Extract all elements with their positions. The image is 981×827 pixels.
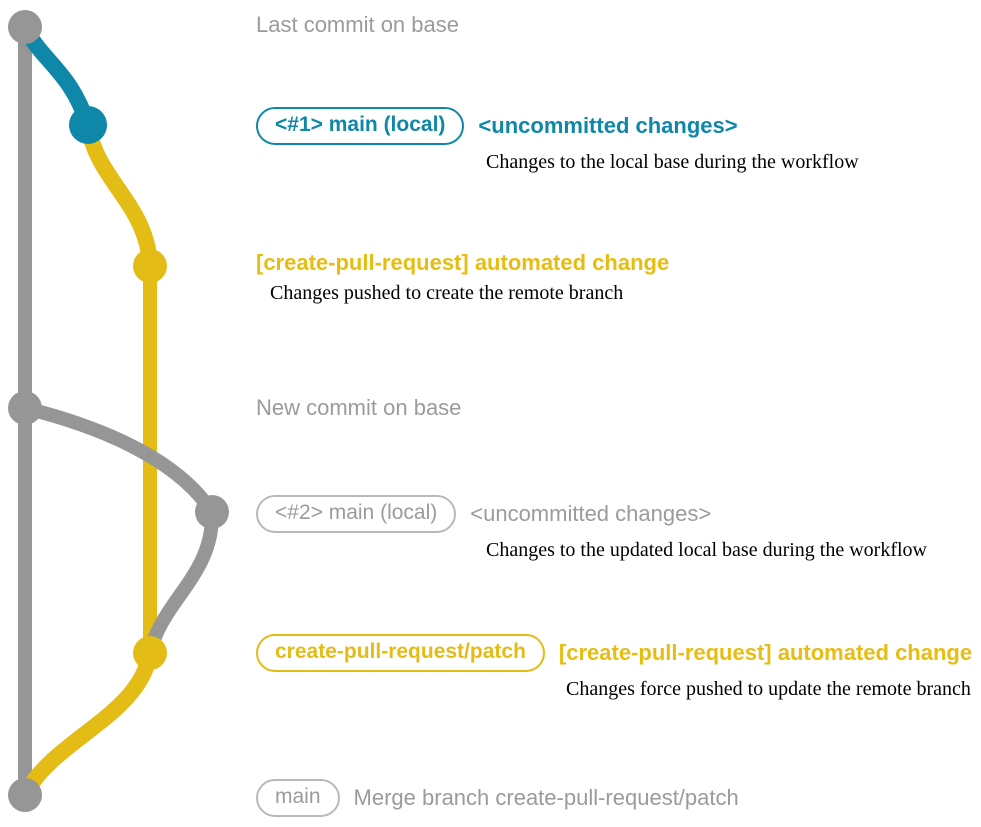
merge-commit-node[interactable] (8, 778, 42, 812)
commit-note-patch-2: Changes force pushed to update the remot… (566, 678, 971, 701)
commit-note-local-1: Changes to the local base during the wor… (486, 151, 859, 174)
last-commit-on-base-node[interactable] (8, 10, 42, 44)
edge-patch2-to-merge (17, 645, 158, 803)
commit-note-patch-1: Changes pushed to create the remote bran… (270, 282, 624, 304)
branch-pill-main-local-2[interactable]: <#2> main (local) (256, 495, 457, 534)
local-commit-2-node[interactable] (195, 495, 229, 529)
branch-pill-main[interactable]: main (256, 779, 340, 818)
commit-subject-merge: Merge branch create-pull-request/patch (353, 785, 739, 811)
row-local-commit-1: <#1> main (local) <uncommitted changes> … (256, 107, 859, 174)
row-local-commit-2: <#2> main (local) <uncommitted changes> … (256, 495, 927, 562)
commit-subject-new-commit-on-base: New commit on base (256, 395, 462, 420)
patch-commit-2-node[interactable] (133, 636, 167, 670)
branch-pill-main-local-1[interactable]: <#1> main (local) (256, 107, 465, 146)
local-commit-1-node[interactable] (69, 106, 107, 144)
branch-pill-create-pull-request-patch[interactable]: create-pull-request/patch (256, 634, 545, 673)
patch-commit-1-node[interactable] (133, 249, 167, 283)
row-new-commit-on-base: New commit on base (256, 395, 461, 421)
row-patch-commit-2: create-pull-request/patch [create-pull-r… (256, 634, 972, 701)
row-patch-commit-1: [create-pull-request] automated change C… (256, 250, 669, 305)
commit-subject-local-2: <uncommitted changes> (470, 501, 712, 527)
edge-basenew-to-local2 (18, 401, 219, 519)
commit-subject-patch-2: [create-pull-request] automated change (558, 640, 973, 666)
commit-subject-local-1: <uncommitted changes> (478, 113, 738, 139)
new-commit-on-base-node[interactable] (8, 391, 42, 425)
commit-subject-patch-1: [create-pull-request] automated change (256, 250, 670, 275)
row-merge-commit: main Merge branch create-pull-request/pa… (256, 779, 739, 818)
commit-note-local-2: Changes to the updated local base during… (486, 539, 927, 562)
commit-subject-last-commit-on-base: Last commit on base (256, 12, 459, 37)
edge-local2-to-patch2 (143, 505, 220, 660)
row-last-commit-on-base: Last commit on base (256, 12, 459, 38)
